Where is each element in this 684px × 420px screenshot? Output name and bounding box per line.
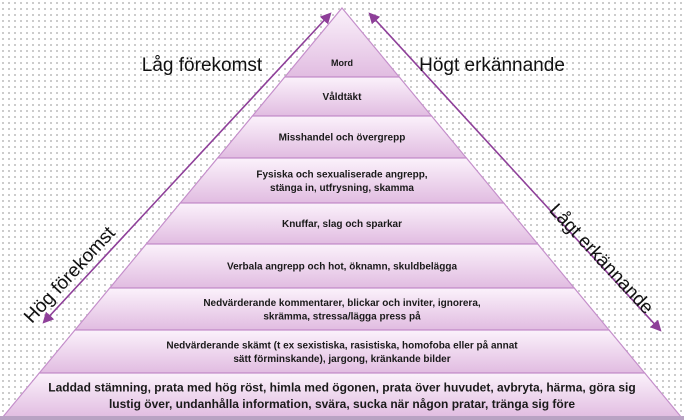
pyramid-tier-4-text-line-2: stänga in, utfrysning, skamma (270, 183, 414, 194)
pyramid-tier-4-text-line-1: Fysiska och sexualiserade angrepp, (256, 169, 427, 180)
pyramid-tier-7-text-line-2: skrämma, stressa/lägga press på (263, 310, 421, 322)
pyramid-tier-1-text-line-1: Mord (331, 58, 353, 68)
pyramid-tier-9-text-line-1: Laddad stämning, prata med hög röst, him… (48, 381, 635, 395)
side-arrows (42, 12, 662, 332)
pyramid-tier-4 (179, 157, 505, 204)
pyramid-tier-8-text-line-2: sätt förminskande), jargong, kränkande b… (233, 354, 450, 365)
pyramid-tier-8-text-line-1: Nedvärderande skämt (t ex sexistiska, ra… (166, 339, 518, 351)
pyramid-tier-6-text-line-1: Verbala angrepp och hot, öknamn, skuldbe… (227, 262, 457, 273)
pyramid-tier-7-text-line-1: Nedvärderande kommentarer, blickar och i… (203, 298, 481, 309)
bottom-edge-strip (0, 416, 684, 420)
label-high-recognition: Högt erkännande (419, 55, 565, 76)
label-low-prevalence: Låg förekomst (142, 55, 263, 76)
pyramid-tier-2-text-line-1: Våldtäkt (323, 91, 363, 103)
pyramid-tier-5-text-line-1: Knuffar, slag och sparkar (282, 219, 402, 230)
pyramid-tier-8 (38, 329, 646, 374)
right-arrow (368, 12, 662, 332)
pyramid-tier-9-text-line-2: lustig över, undanhålla information, svä… (109, 397, 575, 411)
pyramid-tier-7 (73, 287, 611, 331)
pyramid-tier-3-text-line-1: Misshandel och övergrepp (279, 133, 406, 144)
left-arrow (42, 12, 332, 324)
